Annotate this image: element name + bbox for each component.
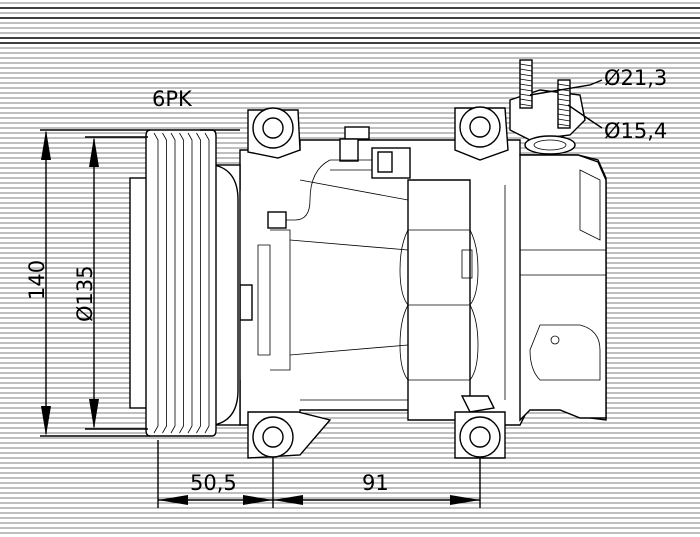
mounting-ears bbox=[247, 106, 509, 459]
dim-height-overall: 140 bbox=[25, 260, 49, 300]
pulley bbox=[145, 129, 217, 437]
dim-mount-spacing: 91 bbox=[362, 471, 389, 495]
pulley-groove bbox=[179, 132, 184, 434]
clutch-connector bbox=[267, 126, 411, 229]
pulley-groove bbox=[187, 132, 193, 434]
dim-port-small: Ø15,4 bbox=[604, 119, 667, 143]
pulley-groove bbox=[153, 132, 159, 434]
dim-pulley-offset: 50,5 bbox=[190, 471, 237, 495]
pulley-groove bbox=[204, 132, 210, 434]
dim-pulley-diameter: Ø135 bbox=[73, 265, 97, 322]
pulley-groove bbox=[170, 132, 176, 434]
pulley-groove bbox=[162, 132, 167, 434]
dimension-lines bbox=[40, 79, 603, 508]
compressor-body bbox=[231, 139, 607, 426]
refrigerant-ports bbox=[509, 59, 586, 155]
pulley-groove bbox=[196, 132, 201, 434]
belt-label: 6PK bbox=[152, 87, 193, 111]
dim-port-large: Ø21,3 bbox=[604, 66, 667, 90]
